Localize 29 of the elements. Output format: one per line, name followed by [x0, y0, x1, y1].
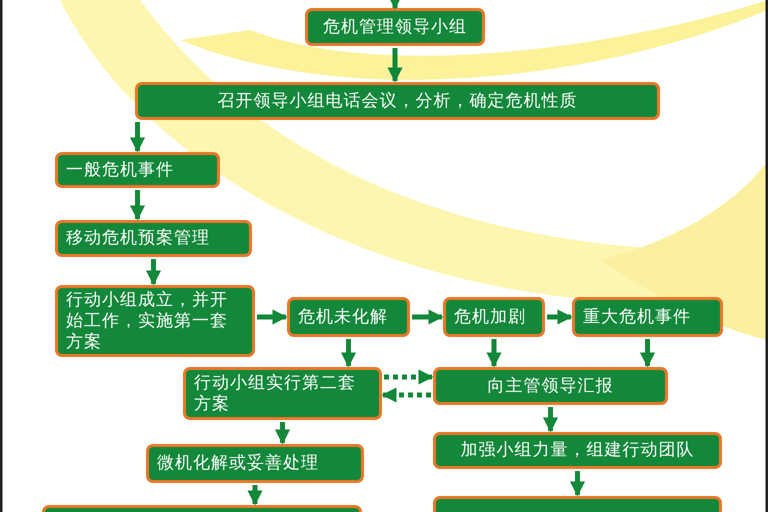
arrow [382, 388, 431, 402]
arrow [130, 122, 145, 152]
process-box: 向主管领导汇报 [433, 367, 668, 405]
arrow [275, 422, 290, 444]
arrow [388, 0, 402, 10]
process-box: 行动小组成立，并开始工作，实施第一套方案 [55, 285, 255, 357]
arrow [257, 310, 288, 324]
arrow [146, 259, 161, 286]
arrow [412, 310, 444, 324]
arrow [543, 407, 558, 432]
process-box: 危机管理领导小组 [305, 8, 485, 46]
process-box: 重大危机事件 [572, 297, 723, 337]
arrow [248, 485, 262, 506]
process-box: 召开领导小组电话会议，分析，确定危机性质 [135, 82, 660, 120]
process-box: 危机未化解 [287, 297, 410, 337]
process-box: 危机加剧 [443, 297, 545, 337]
process-box: 移动危机预案管理 [55, 220, 252, 257]
arrow [547, 310, 572, 324]
process-box: 一般危机事件 [55, 152, 220, 188]
process-box: 加强小组力量，组建行动团队 [433, 432, 722, 469]
arrow [384, 370, 434, 384]
arrow [130, 190, 145, 220]
process-box: 微机化解或妥善处理 [146, 444, 364, 483]
arrow [341, 339, 356, 368]
arrow [388, 48, 402, 82]
arrow [486, 339, 502, 368]
arrow [570, 471, 585, 496]
process-box: 行动小组实行第二套方案 [183, 367, 382, 420]
arrow [640, 339, 655, 368]
